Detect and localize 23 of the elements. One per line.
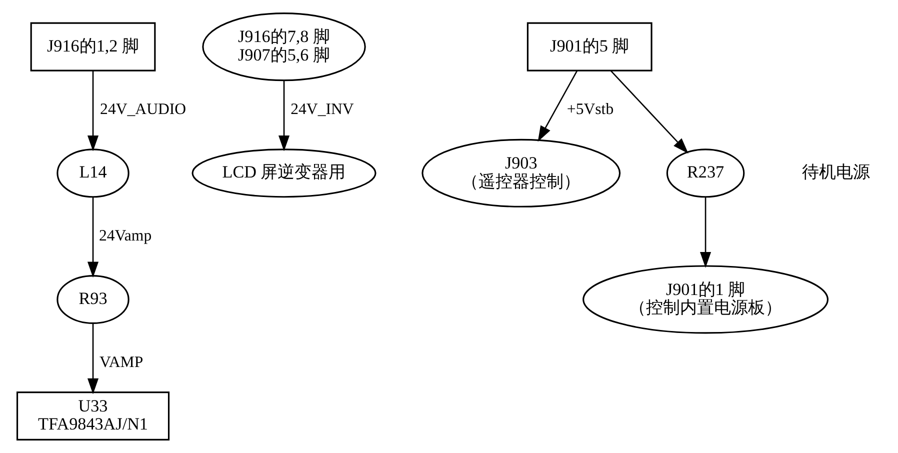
arrow: [87, 323, 99, 394]
node-box: J901的5 脚: [526, 22, 652, 72]
node-ellipse: J916的7,8 脚 J907的5,6 脚: [202, 12, 366, 82]
node-ellipse: R237: [666, 148, 745, 198]
edge-label: 24V_INV: [290, 101, 354, 118]
label: 待机电源: [802, 162, 870, 182]
arrow: [700, 197, 712, 268]
edge-label: +5Vstb: [566, 101, 614, 118]
node-ellipse: L14: [56, 148, 130, 198]
node-ellipse: R93: [56, 274, 130, 324]
node-ellipse: LCD 屏逆变器用: [192, 148, 376, 198]
arrow: [538, 70, 578, 142]
edge-label: VAMP: [100, 354, 144, 371]
node-ellipse: J903 （遥控器控制）: [422, 138, 621, 208]
arrow: [87, 197, 99, 278]
arrow: [610, 70, 688, 154]
edge-label: 24V_AUDIO: [100, 101, 186, 118]
edge-label: 24Vamp: [98, 227, 152, 244]
node-box: J916的1,2 脚: [30, 22, 156, 72]
arrow: [278, 80, 290, 152]
node-ellipse: J901的1 脚 （控制内置电源板）: [582, 265, 829, 334]
node-box: U33 TFA9843AJ/N1: [16, 392, 170, 441]
arrow: [87, 70, 99, 152]
